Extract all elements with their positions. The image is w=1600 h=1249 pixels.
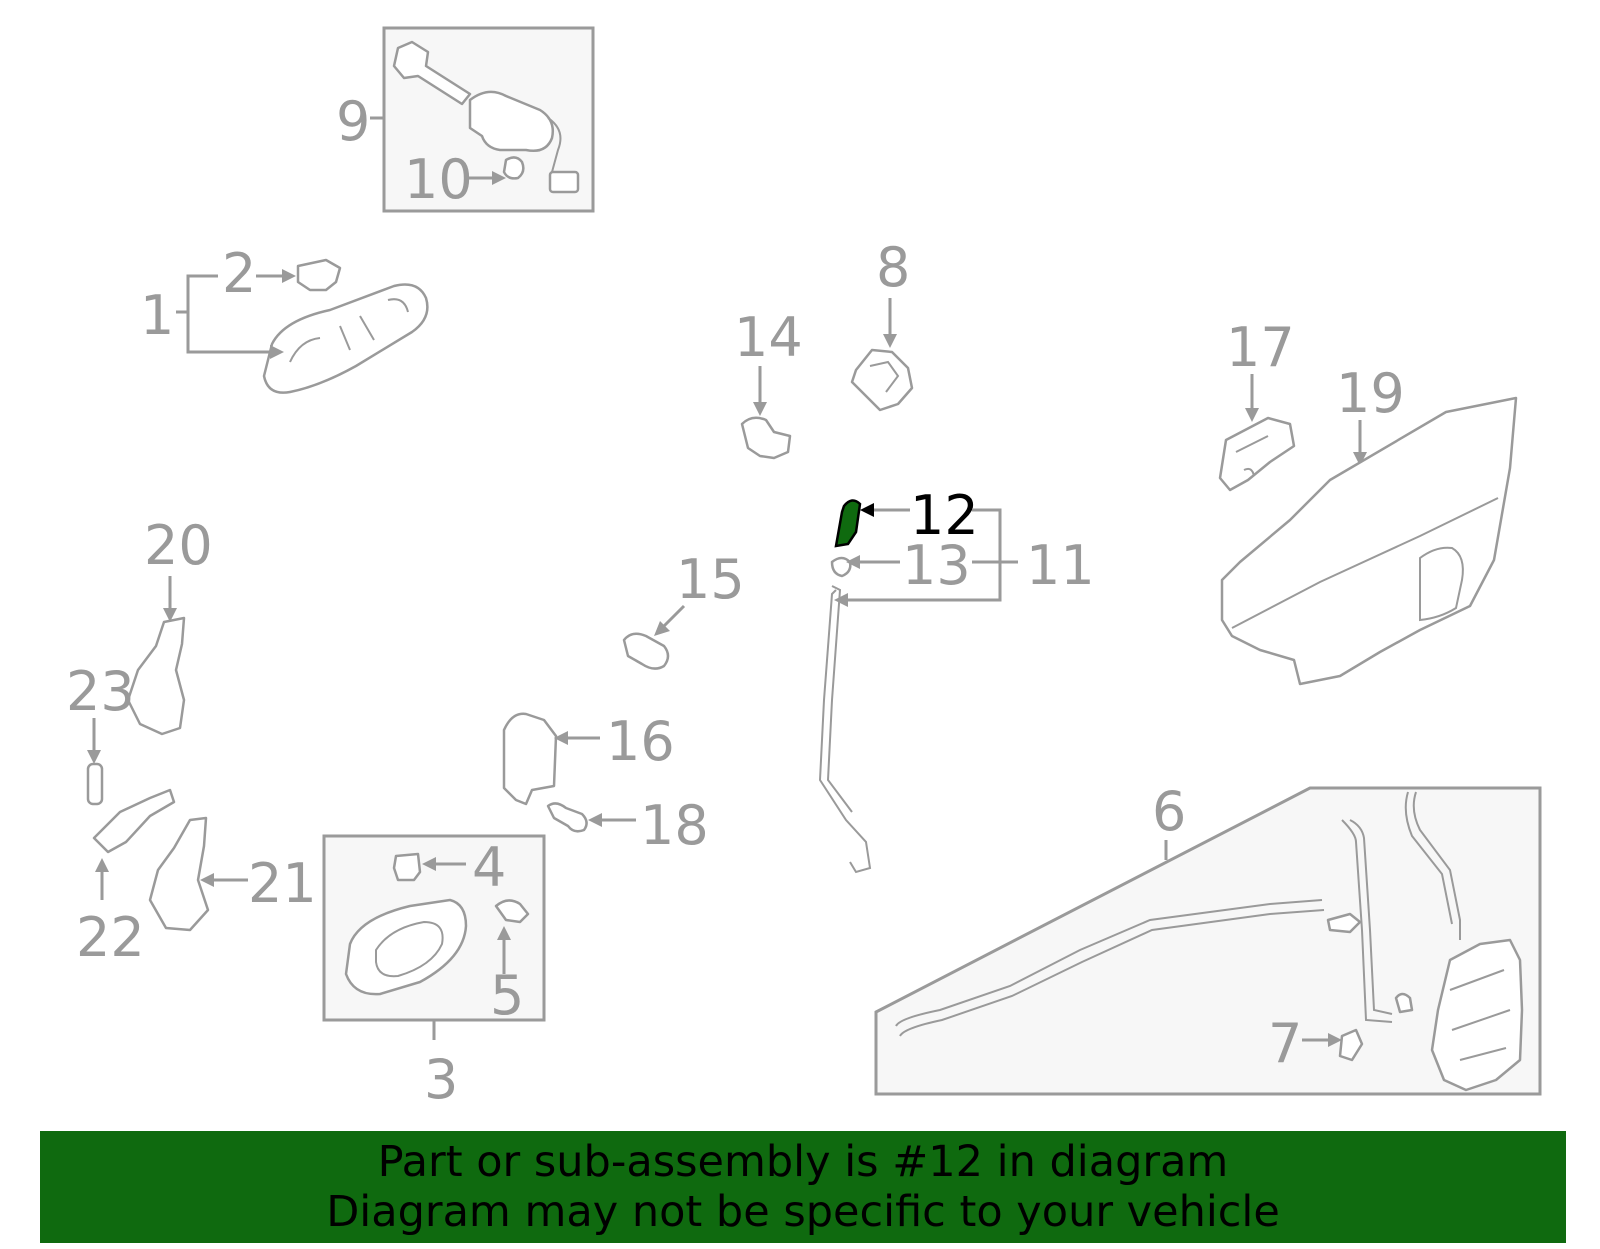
part-9-lock-cylinder-group: 9 10	[336, 26, 595, 213]
part-17-group: 17	[1218, 316, 1296, 492]
callout-7: 7	[1268, 1012, 1302, 1075]
callout-10: 10	[404, 148, 473, 211]
callout-13: 13	[902, 534, 971, 597]
banner-line-1: Part or sub-assembly is #12 in diagram	[377, 1137, 1229, 1187]
part-16-18-group: 16 18	[502, 710, 709, 857]
callout-9: 9	[336, 90, 370, 153]
callout-22: 22	[76, 906, 145, 969]
callout-23: 23	[66, 660, 135, 723]
callout-8: 8	[876, 236, 910, 299]
callout-20: 20	[144, 514, 213, 577]
callout-18: 18	[640, 794, 709, 857]
callout-6: 6	[1152, 780, 1186, 843]
callout-14: 14	[734, 306, 803, 369]
part-1-outside-handle-group: 1 2	[140, 242, 429, 394]
part-12-highlighted	[834, 499, 862, 548]
callout-16: 16	[606, 710, 675, 773]
part-3-inside-handle-group: 4 5 3	[322, 834, 546, 1111]
callout-12: 12	[910, 484, 979, 547]
callout-19: 19	[1336, 362, 1405, 425]
part-15-group: 15	[622, 548, 745, 670]
part-14-group: 14	[734, 306, 803, 460]
callout-11: 11	[1026, 534, 1095, 597]
banner-line-2: Diagram may not be specific to your vehi…	[326, 1187, 1280, 1237]
callout-17: 17	[1226, 316, 1295, 379]
part-11-rod-group: 12 13 11	[818, 484, 1095, 874]
part-20-23-group: 20 23 22 21	[66, 514, 317, 969]
callout-5: 5	[490, 964, 524, 1027]
info-banner: Part or sub-assembly is #12 in diagram D…	[40, 1131, 1566, 1243]
callout-4: 4	[472, 836, 506, 899]
callout-1: 1	[140, 284, 174, 347]
callout-2: 2	[222, 242, 256, 305]
callout-21: 21	[248, 852, 317, 915]
callout-15: 15	[676, 548, 745, 611]
callout-3: 3	[424, 1048, 458, 1111]
part-8-group: 8	[850, 236, 914, 412]
part-19-group: 19	[1220, 362, 1518, 686]
part-6-latch-group: 6 7	[874, 780, 1542, 1096]
